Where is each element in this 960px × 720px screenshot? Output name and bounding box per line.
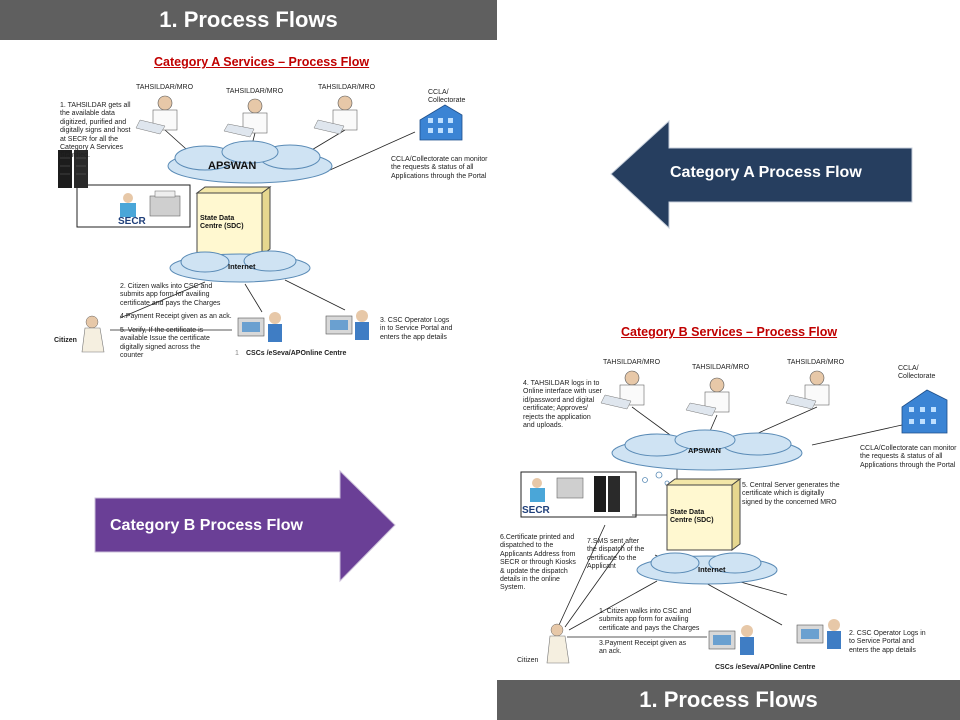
diagram-b-apswan: APSWAN (688, 446, 721, 455)
diagram-a-internet: Internet (228, 262, 256, 271)
bottom-banner: 1. Process Flows (497, 680, 960, 720)
diagram-b-ccla-note: CCLA/Collectorate can monitor the reques… (860, 445, 957, 469)
diagram-a-role-2: TAHSILDAR/MRO (226, 88, 284, 95)
diagram-a-ccla-note: CCLA/Collectorate can monitor the reques… (391, 156, 488, 180)
diagram-a-role-1: TAHSILDAR/MRO (136, 84, 194, 91)
diagram-a-step2: 2. Citizen walks into CSC and submits ap… (120, 283, 221, 307)
top-banner-title: 1. Process Flows (159, 7, 338, 32)
diagram-b-step1: 1. Citizen walks into CSC and submits ap… (599, 608, 700, 632)
diagram-b-citizen: Citizen (517, 657, 539, 664)
diagram-a-step5: 5. Verify, If the certificate is availab… (120, 327, 210, 360)
diagram-a-ccla-label: CCLA/ Collectorate (428, 89, 466, 105)
diagram-b-ccla-label: CCLA/ Collectorate (898, 365, 936, 381)
diagram-b-step5: 5. Central Server generates the certific… (742, 482, 840, 506)
diagram-b-role-2: TAHSILDAR/MRO (692, 364, 750, 371)
diagram-b-step7: 7.SMS sent after the dispatch of the cer… (587, 538, 645, 571)
diagram-b-role-1: TAHSILDAR/MRO (603, 359, 661, 366)
diagram-b-graphics (520, 370, 948, 664)
diagram-b-csc: CSCs /eSeva/APOnline Centre (715, 664, 816, 671)
diagram-a-title: Category A Services – Process Flow (154, 55, 370, 69)
diagram-b-step6: 6.Certificate printed and dispatched to … (500, 534, 576, 592)
diagram-a-csc: CSCs /eSeva/APOnline Centre (246, 350, 347, 357)
arrow-b-shape (94, 469, 396, 583)
diagram-b-title: Category B Services – Process Flow (621, 325, 838, 339)
diagram-a-citizen: Citizen (54, 337, 77, 344)
diagram-a-role-3: TAHSILDAR/MRO (318, 84, 376, 91)
arrow-b-label: Category B Process Flow (110, 517, 303, 534)
top-banner: 1. Process Flows (0, 0, 497, 40)
diagram-a-step1: 1. TAHSILDAR gets all the available data… (60, 102, 131, 160)
diagram-b-internet: Internet (698, 565, 726, 574)
arrow-a-label: Category A Process Flow (670, 164, 862, 181)
diagram-a-apswan: APSWAN (208, 160, 257, 172)
diagram-a-step4: 4.Payment Receipt given as an ack. (120, 313, 232, 320)
diagram-a-page-number: 1 (235, 350, 239, 357)
diagram-b-step4: 4. TAHSILDAR logs in to Online interface… (523, 380, 602, 430)
diagram-b-step2: 2. CSC Operator Logs in to Service Porta… (849, 630, 926, 654)
diagram-a-secr: SECR (118, 216, 146, 227)
diagram-a-step3: 3. CSC Operator Logs in to Service Porta… (380, 317, 453, 341)
diagram-b-secr: SECR (522, 505, 550, 516)
arrow-a-shape (610, 119, 913, 230)
diagram-b-step3: 3.Payment Receipt given as an ack. (599, 640, 687, 656)
bottom-banner-title: 1. Process Flows (639, 687, 818, 712)
diagram-a-graphics (58, 95, 463, 353)
diagram-b-sdc: State Data Centre (SDC) (670, 509, 714, 525)
diagram-b-role-3: TAHSILDAR/MRO (787, 359, 845, 366)
diagram-a-sdc: State Data Centre (SDC) (200, 215, 244, 231)
